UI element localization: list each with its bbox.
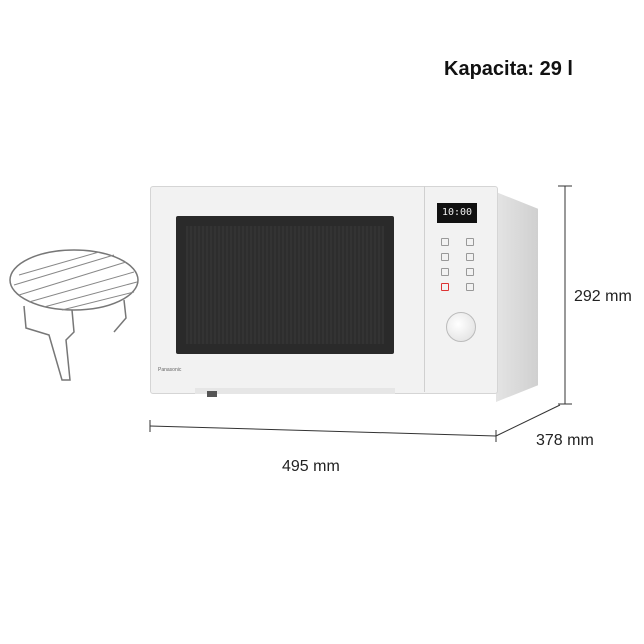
microwave-side	[496, 192, 538, 402]
grill-rack-image	[9, 249, 139, 381]
microwave-display: 10:00	[437, 203, 477, 223]
panel-button	[441, 268, 449, 276]
microwave-feet	[195, 388, 395, 397]
panel-button	[466, 238, 474, 246]
panel-button	[441, 253, 449, 261]
panel-button	[441, 238, 449, 246]
width-dimension: 495 mm	[282, 458, 340, 475]
brand-logo: Panasonic	[158, 367, 182, 373]
stop-button	[441, 283, 449, 291]
panel-button	[466, 268, 474, 276]
start-button	[466, 283, 474, 291]
height-dimension: 292 mm	[574, 288, 632, 305]
capacity-label: Kapacita: 29 l	[444, 58, 573, 80]
door-divider	[424, 186, 425, 392]
depth-dimension: 378 mm	[536, 432, 594, 449]
microwave-door-window	[176, 216, 394, 354]
panel-button	[466, 253, 474, 261]
dial-knob	[446, 312, 476, 342]
